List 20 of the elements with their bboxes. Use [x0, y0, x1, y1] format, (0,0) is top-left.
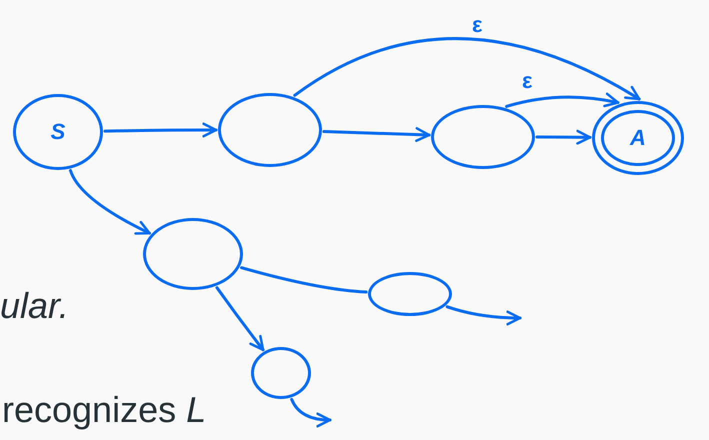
body-text: recognizes L [2, 392, 206, 428]
state-label: S [50, 121, 66, 143]
state-circle [368, 272, 452, 316]
state-circle [143, 218, 243, 290]
accept-state-circle [592, 101, 684, 175]
arrow [536, 130, 592, 145]
arrow [505, 92, 620, 108]
arrow [290, 398, 332, 428]
arrow [68, 169, 151, 235]
state-circle [218, 93, 322, 167]
state-circle [251, 347, 311, 399]
state-label: A [630, 127, 646, 149]
arrow [104, 122, 218, 138]
arrow [293, 37, 641, 100]
state-circle [13, 94, 103, 170]
body-text: ular. [0, 288, 69, 324]
arrow [446, 305, 522, 326]
state-circle [431, 105, 535, 169]
arrow [322, 127, 431, 142]
arrow [216, 286, 265, 352]
